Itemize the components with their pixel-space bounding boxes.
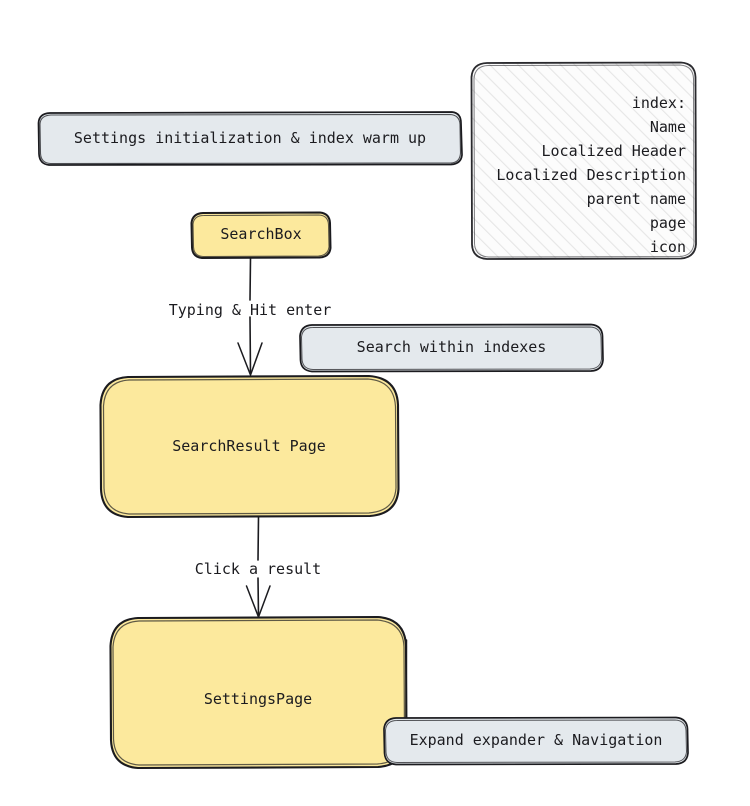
expand-navigation-note-label: Expand expander & Navigation [409,731,663,749]
settings-init-note-label: Settings initialization & index warm up [73,129,427,147]
index-note-line: page [649,214,686,232]
index-note-line: parent name [586,190,686,208]
search-result-page-label: SearchResult Page [172,437,326,455]
index-note-line: index: [631,94,686,112]
expand-navigation-connector [405,639,408,719]
index-note-line: Localized Header [541,142,687,160]
index-note-line: Localized Description [496,166,686,184]
index-note-line: icon [649,238,686,256]
search-box-node[interactable] [192,212,330,258]
index-note-line: Name [649,118,686,136]
edge-click-result-label: Click a result [194,560,322,578]
index-note-text: index: Name Localized Header Localized D… [481,91,686,259]
settings-page-node[interactable] [110,617,406,768]
search-within-indexes-note-label: Search within indexes [356,338,547,356]
search-result-page-node[interactable] [100,376,398,517]
edge-typing-label: Typing & Hit enter [168,301,332,319]
settings-page-label: SettingsPage [203,690,313,708]
search-box-label: SearchBox [220,225,302,243]
